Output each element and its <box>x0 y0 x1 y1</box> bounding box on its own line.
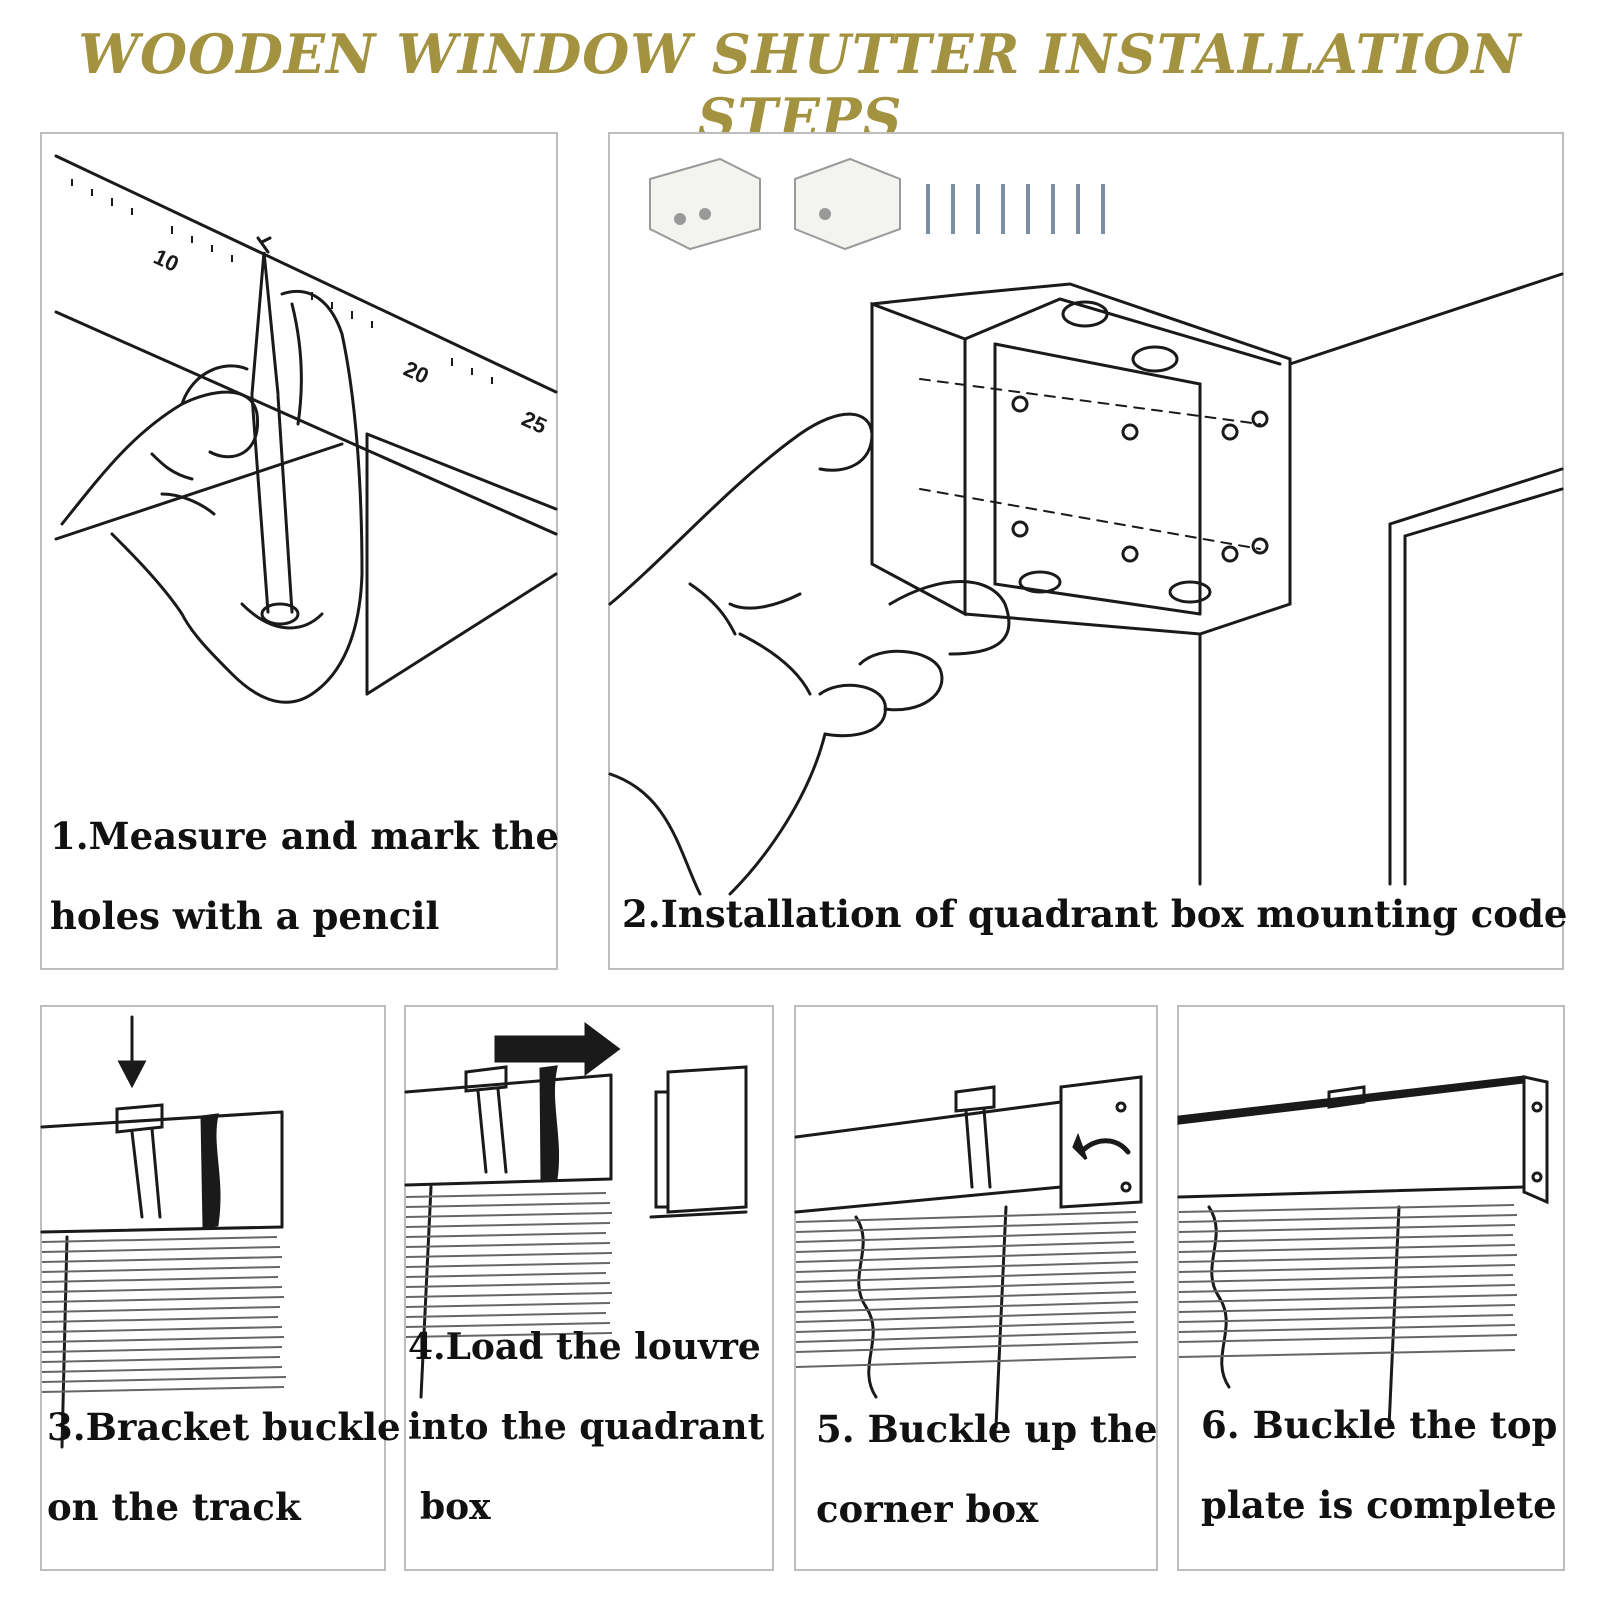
ruler-ticks <box>71 179 493 384</box>
step-6-line-2: plate is complete <box>1201 1483 1557 1527</box>
quadrant-box-illustration <box>608 157 1564 896</box>
ruler-mark-10: 10 <box>150 244 183 277</box>
louvre-slats <box>41 1236 287 1393</box>
step-5-line-2: corner box <box>816 1487 1039 1531</box>
measure-illustration: 10 20 25 <box>54 154 558 704</box>
step-4-line-2: into the quadrant <box>408 1406 765 1448</box>
louvre-slats <box>1178 1204 1518 1358</box>
corner-box-illustration <box>794 1075 1143 1429</box>
bracket-buckle-illustration <box>40 1015 287 1449</box>
step-6-caption: 6. Buckle the top plate is complete <box>1201 1385 1557 1545</box>
bracket-kit-image <box>649 157 1105 251</box>
step-2-caption: 2.Installation of quadrant box mounting … <box>622 874 1567 954</box>
step-4-panel: 4.Load the louvre into the quadrant box <box>404 1005 774 1571</box>
step-4-line-3: box <box>420 1486 491 1528</box>
step-2-panel: 2.Installation of quadrant box mounting … <box>608 132 1567 970</box>
page-title: WOODEN WINDOW SHUTTER INSTALLATION STEPS <box>78 22 1522 150</box>
louvre-slats <box>405 1192 613 1338</box>
step-1-line-2: holes with a pencil <box>50 894 440 938</box>
step-3-panel: 3.Bracket buckle on the track <box>40 1005 401 1571</box>
step-6-panel: 6. Buckle the top plate is complete <box>1177 1005 1565 1571</box>
step-1-panel: 10 20 25 1.Measure and mark the holes wi… <box>40 132 559 970</box>
step-5-line-1: 5. Buckle up the <box>816 1407 1158 1451</box>
step-6-line-1: 6. Buckle the top <box>1201 1403 1558 1447</box>
step-4-line-1: 4.Load the louvre <box>408 1326 761 1368</box>
step-5-caption: 5. Buckle up the corner box <box>816 1389 1158 1549</box>
step-5-panel: 5. Buckle up the corner box <box>794 1005 1158 1571</box>
step-3-line-2: on the track <box>47 1485 301 1529</box>
step-1-caption: 1.Measure and mark the holes with a penc… <box>50 796 559 956</box>
step-3-caption: 3.Bracket buckle on the track <box>47 1387 401 1547</box>
step-4-caption: 4.Load the louvre into the quadrant box <box>408 1307 764 1547</box>
step-2-line-1: 2.Installation of quadrant box mounting … <box>622 892 1568 936</box>
step-1-line-1: 1.Measure and mark the <box>50 814 560 858</box>
ruler-mark-20: 20 <box>400 356 433 389</box>
louvre-slats <box>795 1211 1139 1368</box>
ruler-mark-25: 25 <box>518 406 551 439</box>
load-louvre-illustration <box>404 1022 748 1399</box>
top-plate-illustration <box>1177 1075 1549 1429</box>
step-3-line-1: 3.Bracket buckle <box>47 1405 401 1449</box>
